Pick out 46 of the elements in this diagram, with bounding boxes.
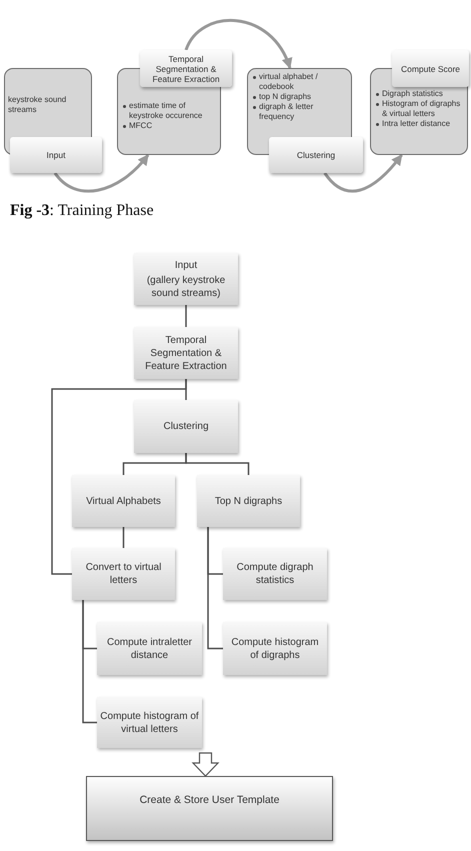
step-label: Compute digraph statistics <box>236 561 314 587</box>
bullet-text: digraph & letter frequency <box>259 102 314 122</box>
connector-line <box>207 527 223 650</box>
bullet-text: Digraph statistics <box>382 89 443 99</box>
connector-line <box>82 600 97 724</box>
process-box <box>97 697 202 748</box>
curved-arrow <box>324 154 403 193</box>
step-heading: Input <box>10 137 102 173</box>
connector-line <box>185 305 187 327</box>
bullet-text: Intra letter distance <box>382 119 450 129</box>
process-box <box>223 548 327 600</box>
bullet-text: top N digraphs <box>259 92 312 102</box>
process-box <box>134 327 238 379</box>
process-box <box>134 400 238 453</box>
step-heading: Temporal Segmentation & Feature Exraction <box>140 50 232 87</box>
curved-arrow <box>54 154 150 193</box>
step-label: (gallery keystroke sound streams) <box>146 274 226 300</box>
connector-line <box>185 453 250 475</box>
step-heading: Clustering <box>269 137 363 173</box>
bullet-text: Histogram of digraphs & virtual letters <box>382 99 462 119</box>
figure-caption: Fig -3: Training Phase <box>10 201 154 221</box>
step-label: Clustering <box>163 420 209 433</box>
bullet-text: MFCC <box>129 121 152 131</box>
connector-line <box>51 379 187 575</box>
step-label: Top N digraphs <box>214 494 282 508</box>
step-heading: Compute Score <box>392 50 469 87</box>
panel-text: keystroke sound streams <box>8 95 68 115</box>
step-label: Compute histogram of digraphs <box>230 636 320 662</box>
process-box <box>134 253 238 305</box>
process-box <box>72 475 175 527</box>
process-box <box>86 776 333 841</box>
step-label: Compute histogram of virtual letters <box>100 710 199 736</box>
curved-arrow <box>184 19 292 70</box>
process-box <box>72 548 175 600</box>
bullet-text: estimate time of keystroke occurence <box>129 101 204 121</box>
process-box <box>197 475 300 527</box>
step-label: Temporal Segmentation & Feature Extraction <box>144 334 228 372</box>
process-box <box>223 622 327 675</box>
step-label: Create & Store User Template <box>140 794 280 807</box>
block-arrow <box>192 752 220 777</box>
process-box <box>97 622 202 675</box>
step-label: Convert to virtual letters <box>84 561 162 587</box>
step-label: Input <box>174 258 198 272</box>
connector-line <box>122 527 124 548</box>
step-label: Compute intraletter distance <box>106 636 194 662</box>
step-label: Virtual Alphabets <box>86 494 161 508</box>
